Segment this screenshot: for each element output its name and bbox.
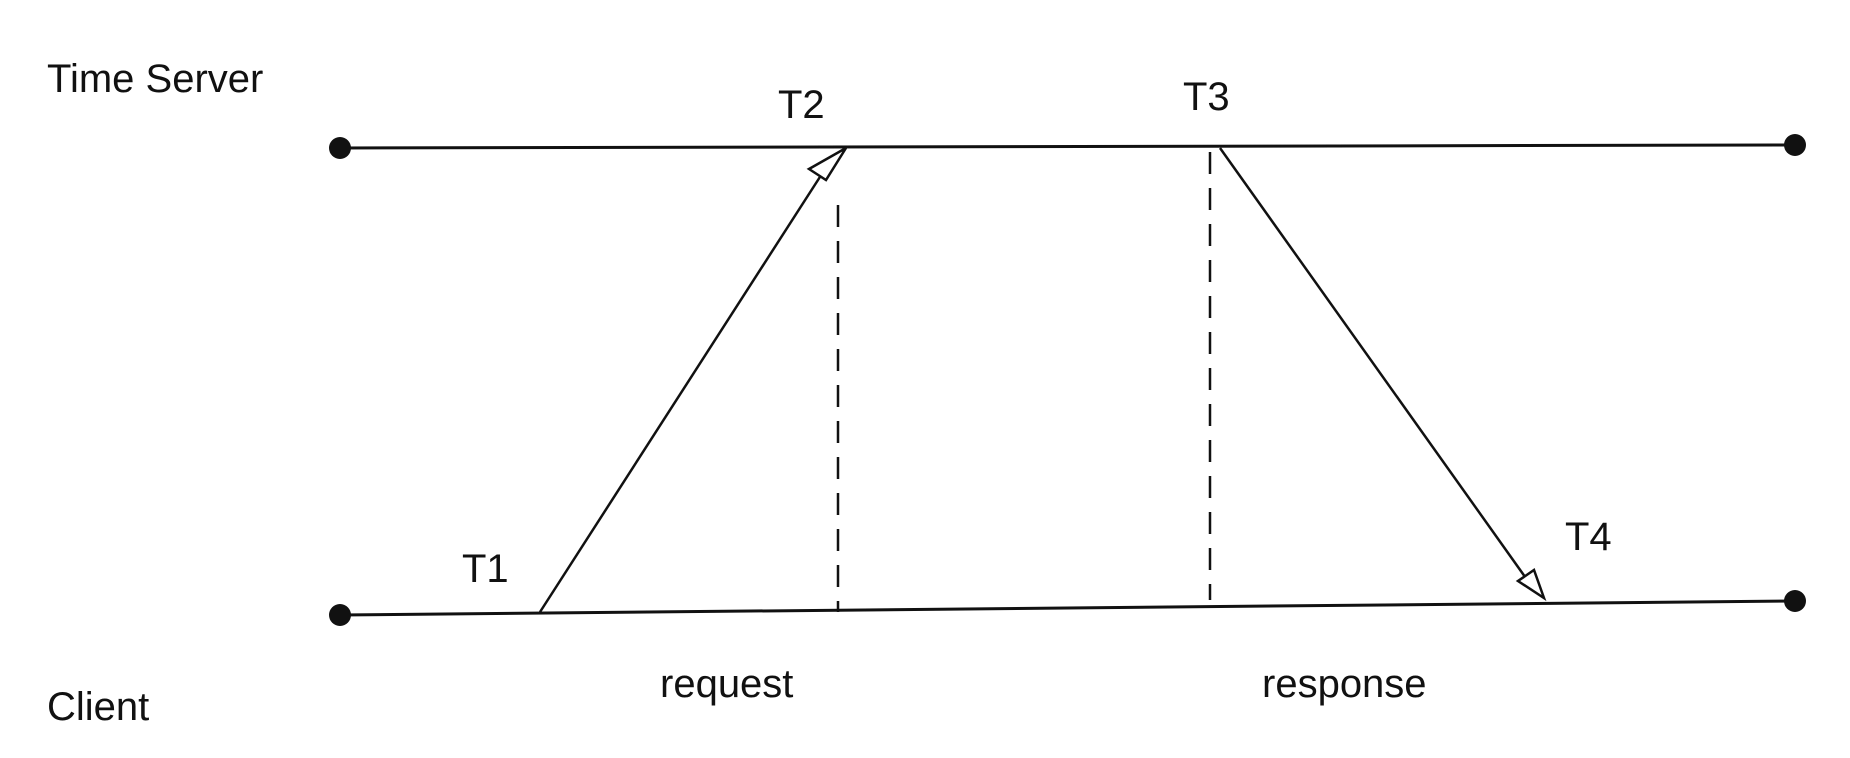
client-label: Client bbox=[47, 685, 149, 729]
request-arrow bbox=[538, 165, 829, 613]
server-label: Time Server bbox=[47, 57, 263, 101]
t2-label: T2 bbox=[778, 83, 825, 127]
response-label: response bbox=[1262, 662, 1427, 706]
client-timeline bbox=[339, 599, 1796, 617]
request-label: request bbox=[660, 662, 793, 706]
server-timeline-start bbox=[329, 137, 351, 159]
response-arrowhead bbox=[1515, 568, 1547, 602]
server-timeline bbox=[339, 143, 1796, 150]
t3-label: T3 bbox=[1183, 75, 1230, 119]
request-arrowhead bbox=[806, 146, 848, 182]
client-timeline-start bbox=[329, 604, 351, 626]
t1-label: T1 bbox=[462, 547, 509, 591]
server-timeline-end bbox=[1784, 134, 1806, 156]
response-arrow bbox=[1218, 147, 1530, 582]
t4-label: T4 bbox=[1565, 515, 1612, 559]
client-timeline-end bbox=[1784, 590, 1806, 612]
